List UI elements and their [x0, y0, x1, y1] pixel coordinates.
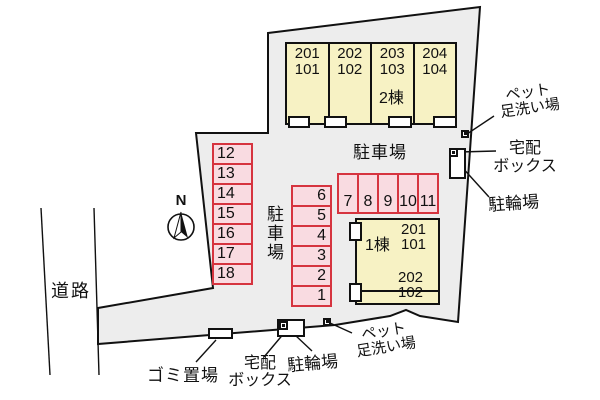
building1-unit-2: 202 102 — [398, 270, 423, 300]
building2-name: 2棟 — [379, 90, 404, 107]
parking-space-16: 16 — [212, 223, 253, 245]
unit-number: 203 — [379, 45, 405, 62]
entrance-box — [388, 116, 412, 128]
building2-unit-1: 201 101 — [287, 44, 328, 123]
pet-wash-marker-bottom — [323, 318, 331, 326]
unit-number: 103 — [379, 61, 405, 78]
unit-number: 201 — [401, 221, 427, 238]
building1-name: 1棟 — [365, 237, 390, 254]
building2-unit-3: 203 103 — [370, 44, 413, 123]
road-label: 道路 — [51, 281, 91, 301]
parking-space-8: 8 — [357, 173, 379, 214]
compass-north-label: N — [175, 192, 187, 209]
parking-area-label-left: 駐車場 — [264, 205, 283, 262]
unit-number: 201 — [294, 45, 320, 62]
delivery-box-label-right: 宅配ボックス — [493, 140, 557, 175]
delivery-box-marker-bottom — [279, 321, 288, 330]
building1-unit-1: 201 101 — [401, 222, 426, 252]
entrance-box — [349, 283, 362, 302]
parking-space-4: 4 — [291, 225, 332, 247]
unit-number: 204 — [422, 45, 448, 62]
bike-parking-label-right: 駐輪場 — [487, 192, 540, 215]
entrance-box — [288, 116, 310, 128]
parking-space-3: 3 — [291, 245, 332, 267]
parking-space-17: 17 — [212, 243, 253, 265]
building1-divider — [357, 290, 438, 292]
parking-space-13: 13 — [212, 163, 253, 185]
garbage-area-box — [208, 328, 233, 339]
parking-space-7: 7 — [337, 173, 359, 214]
bike-parking-label-bottom: 駐輪場 — [286, 351, 339, 376]
building2-unit-2: 202 102 — [327, 44, 371, 123]
unit-number: 102 — [337, 61, 363, 78]
unit-number: 202 — [337, 45, 363, 62]
building-1 — [355, 218, 440, 305]
parking-column-12-18: 12 13 14 15 16 17 18 — [212, 143, 253, 285]
parking-space-18: 18 — [212, 263, 253, 285]
parking-column-1-6: 6 5 4 3 2 1 — [291, 185, 332, 307]
parking-space-2: 2 — [291, 265, 332, 287]
entrance-box — [433, 116, 457, 128]
pet-wash-marker-right — [461, 130, 469, 138]
road-edge-right — [93, 207, 100, 376]
parking-space-15: 15 — [212, 203, 253, 225]
delivery-box-label-bottom: 宅配ボックス — [228, 355, 292, 389]
parking-space-6: 6 — [291, 185, 332, 207]
unit-number: 101 — [294, 61, 320, 78]
parking-space-11: 11 — [417, 173, 439, 214]
road-edge-left — [40, 207, 51, 376]
unit-number: 202 — [398, 269, 424, 286]
parking-space-1: 1 — [291, 285, 332, 307]
building-2: 201 101 202 102 203 103 204 104 — [285, 42, 457, 125]
garbage-area-label: ゴミ置場 — [147, 366, 219, 385]
unit-number: 101 — [401, 236, 427, 253]
parking-area-label-top: 駐車場 — [353, 143, 407, 162]
unit-number: 102 — [398, 284, 424, 301]
building2-unit-4: 204 104 — [412, 44, 456, 123]
parking-space-9: 9 — [377, 173, 399, 214]
parking-space-14: 14 — [212, 183, 253, 205]
compass-icon — [167, 211, 195, 241]
unit-number: 104 — [422, 61, 448, 78]
entrance-box — [324, 116, 347, 128]
parking-space-10: 10 — [397, 173, 419, 214]
parking-row-7-11: 7 8 9 10 11 — [337, 173, 439, 214]
delivery-box-marker-right — [449, 148, 458, 157]
entrance-box — [349, 222, 362, 241]
parking-space-5: 5 — [291, 205, 332, 227]
parking-space-12: 12 — [212, 143, 253, 165]
